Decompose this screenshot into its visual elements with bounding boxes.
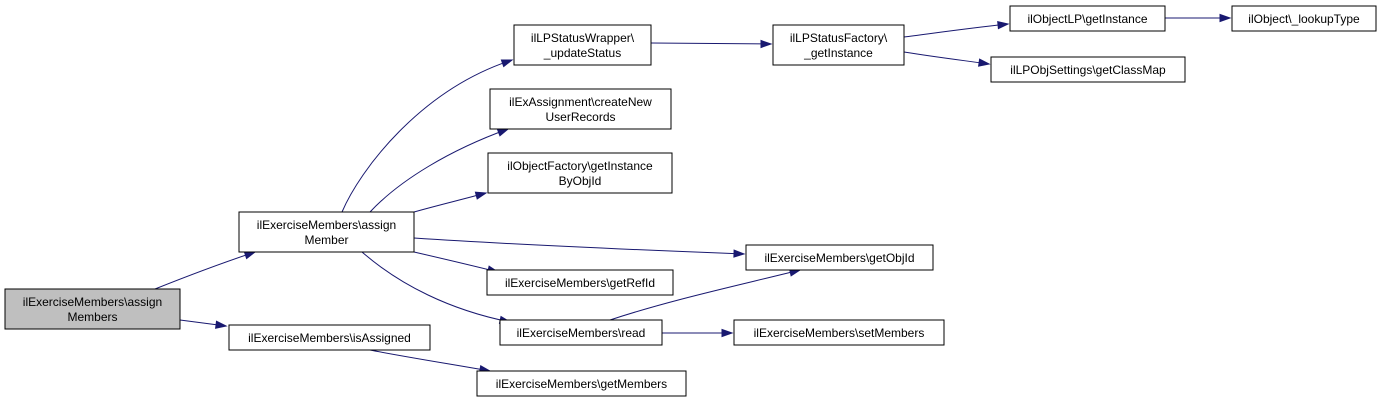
edge-n0-n1 (154, 251, 257, 290)
edge-arrowhead (733, 249, 746, 258)
edge-arrowhead (500, 59, 514, 68)
edge-line (413, 192, 487, 213)
edge-line (413, 237, 745, 255)
edge-arrowhead (721, 328, 734, 338)
edge-n1-n5 (413, 191, 488, 213)
edge-n1-n3 (341, 59, 514, 213)
node-label-line: ilExerciseMembers\getRefId (505, 276, 655, 290)
node-label-line: ilExerciseMembers\setMembers (754, 326, 925, 340)
edge-arrowhead (760, 39, 773, 49)
node-box[interactable] (1231, 5, 1377, 32)
node-box[interactable] (238, 211, 415, 253)
edge-arrowhead (243, 251, 257, 260)
node-label-line: ilExerciseMembers\getMembers (496, 377, 667, 391)
node-label-line: ilLPStatusFactory\ (790, 31, 888, 45)
edge-arrowhead (1219, 13, 1232, 23)
node-box[interactable] (228, 324, 431, 351)
edge-line (361, 251, 511, 323)
node-label-line: Member (304, 233, 348, 247)
edge-arrowhead (215, 320, 228, 329)
edge-arrowhead (997, 20, 1010, 30)
node-n10[interactable]: ilLPStatusFactory\_getInstance (772, 24, 905, 66)
edge-n1-n6 (413, 237, 746, 258)
node-n2[interactable]: ilExerciseMembers\isAssigned (228, 324, 431, 351)
edge-line (903, 23, 1009, 38)
node-label-line: ilExAssignment\createNew (509, 95, 652, 109)
edge-line (154, 251, 256, 290)
node-n13[interactable]: ilObject\_lookupType (1231, 5, 1377, 32)
node-box[interactable] (990, 56, 1186, 83)
node-box[interactable] (487, 152, 673, 194)
edge-arrowhead (474, 191, 488, 200)
node-label-line: Members (67, 310, 117, 324)
node-label-line: ilExerciseMembers\read (517, 326, 646, 340)
edge-n8-n14 (661, 328, 734, 338)
node-label-line: ilExerciseMembers\assign (257, 218, 396, 232)
node-label-line: ilObject\_lookupType (1248, 12, 1360, 26)
node-n8[interactable]: ilExerciseMembers\read (499, 319, 663, 346)
edge-line (413, 251, 499, 273)
node-n14[interactable]: ilExerciseMembers\setMembers (733, 319, 945, 346)
edge-line (369, 128, 509, 213)
node-n7[interactable]: ilExerciseMembers\getRefId (486, 269, 674, 296)
edge-line (369, 349, 491, 372)
edge-arrowhead (978, 58, 991, 67)
node-label-line: ByObjId (559, 174, 602, 188)
node-label-line: _updateStatus (543, 46, 621, 60)
edge-arrowhead (496, 128, 510, 137)
node-label-line: ilExerciseMembers\getObjId (764, 251, 914, 265)
node-n3[interactable]: ilLPStatusWrapper\_updateStatus (513, 24, 652, 66)
edge-n11-n13 (1165, 13, 1232, 23)
edge-n3-n10 (650, 39, 773, 49)
node-label-line: ilObjectLP\getInstance (1027, 12, 1147, 26)
node-box[interactable] (745, 244, 934, 271)
node-label-line: ilExerciseMembers\assign (23, 295, 162, 309)
node-box[interactable] (4, 288, 181, 330)
edge-n10-n12 (903, 51, 991, 67)
edge-line (341, 59, 513, 213)
edge-n2-n9 (369, 349, 492, 374)
node-label-line: ilLPStatusWrapper\ (531, 31, 635, 45)
nodes: ilExerciseMembers\assignMembersilExercis… (4, 5, 1377, 397)
node-n6[interactable]: ilExerciseMembers\getObjId (745, 244, 934, 271)
node-label-line: ilExerciseMembers\isAssigned (248, 331, 411, 345)
node-label-line: ilLPObjSettings\getClassMap (1010, 63, 1166, 77)
node-label-line: ilObjectFactory\getInstance (507, 159, 653, 173)
edge-n10-n11 (903, 20, 1010, 38)
node-box[interactable] (476, 370, 687, 397)
node-label-line: _getInstance (803, 46, 873, 60)
edge-n1-n7 (413, 251, 500, 274)
edge-line (609, 269, 801, 321)
node-box[interactable] (1009, 5, 1166, 32)
node-n11[interactable]: ilObjectLP\getInstance (1009, 5, 1166, 32)
edge-n0-n2 (179, 319, 228, 329)
node-box[interactable] (733, 319, 945, 346)
edge-n1-n4 (369, 128, 510, 213)
node-n12[interactable]: ilLPObjSettings\getClassMap (990, 56, 1186, 83)
node-box[interactable] (489, 88, 672, 130)
node-box[interactable] (486, 269, 674, 296)
node-box[interactable] (499, 319, 663, 346)
node-box[interactable] (513, 24, 652, 66)
node-n9[interactable]: ilExerciseMembers\getMembers (476, 370, 687, 397)
edge-line (650, 42, 772, 45)
edge-line (903, 51, 990, 65)
node-label-line: UserRecords (545, 110, 615, 124)
node-box[interactable] (772, 24, 905, 66)
